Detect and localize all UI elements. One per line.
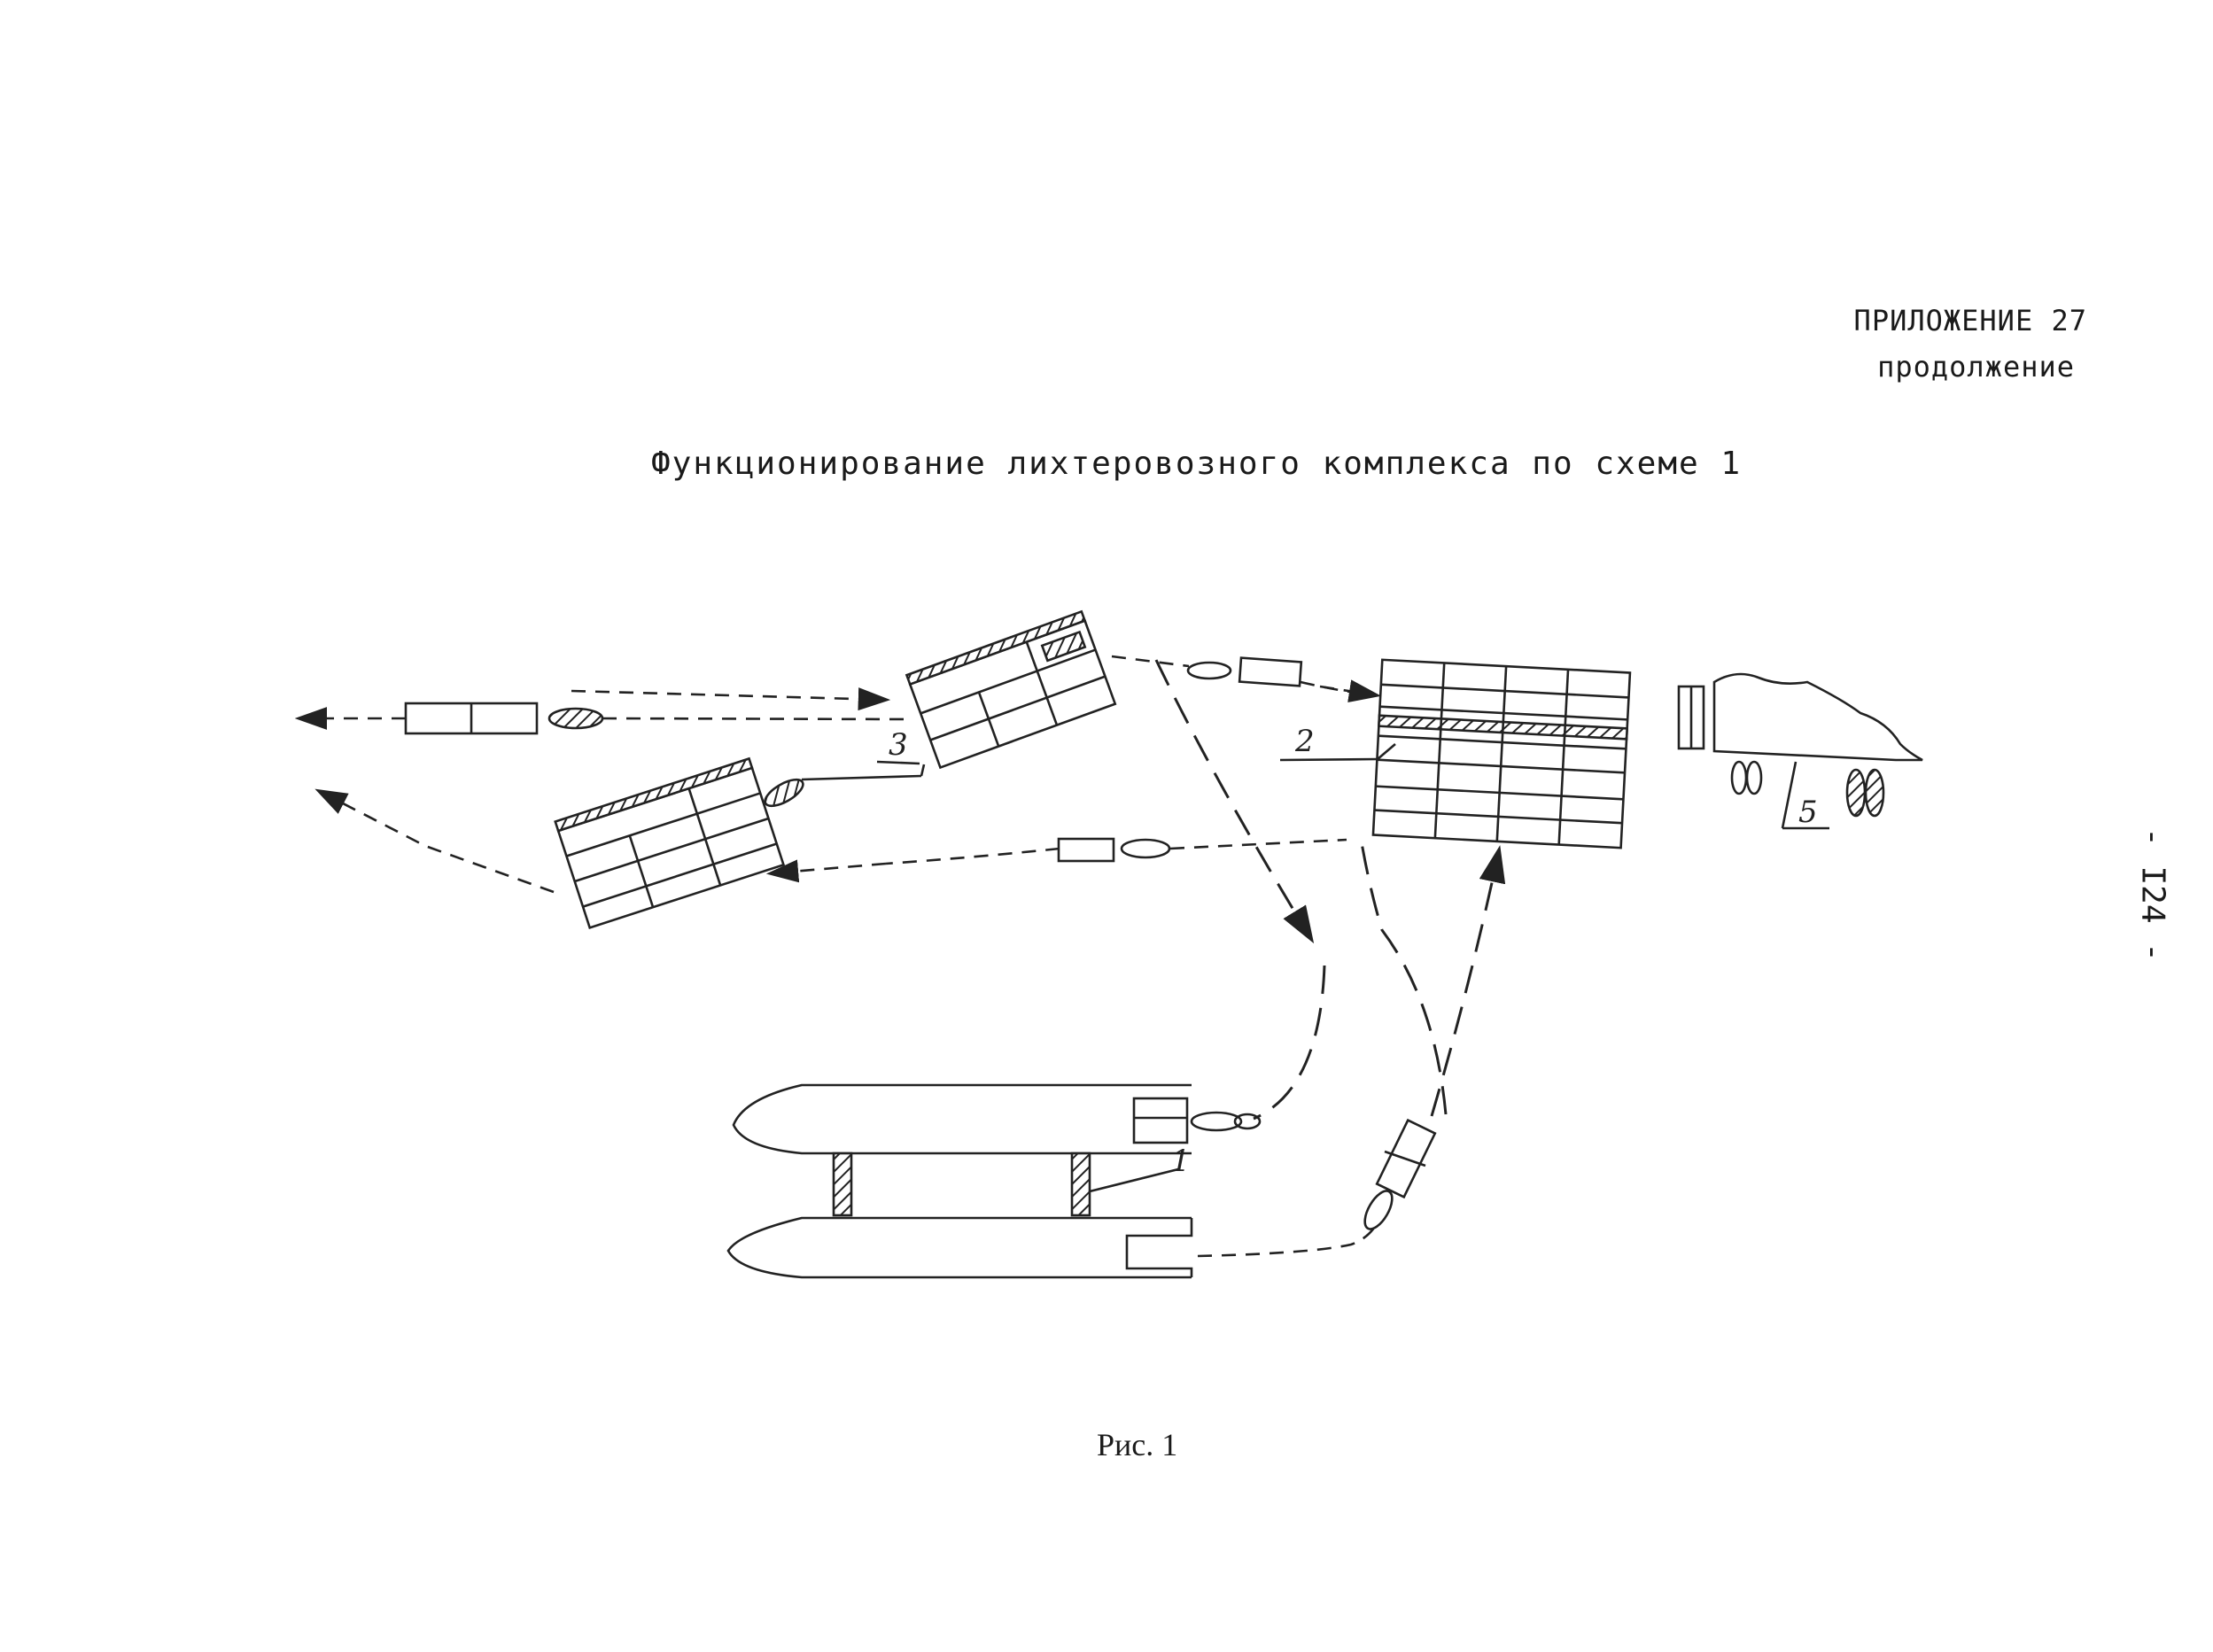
deck-connector-left [832, 1152, 853, 1217]
lighter-group-upper [905, 609, 1117, 770]
lighter-on-lift [1132, 1097, 1189, 1144]
tug-upper-left [404, 702, 604, 735]
pusher-tug-at-ship [1190, 1111, 1243, 1132]
lighter-group-lower [554, 756, 786, 929]
figure-caption: Рис. 1 [1097, 1427, 1178, 1462]
upper-hull [732, 1083, 1192, 1155]
diagram-title: Функционирование лихтеровозного комплекс… [651, 446, 1743, 482]
label-five: 5 [1798, 795, 1818, 830]
tug-upper-middle [1186, 656, 1303, 687]
deck-connector-right [1070, 1152, 1091, 1217]
flow-routes [294, 655, 1506, 1258]
shore-berth-5 [1677, 672, 1923, 830]
lighter-fleet-2 [1371, 658, 1632, 849]
small-tug-lower [764, 778, 804, 808]
label-one: 1 [1171, 1144, 1191, 1179]
tug-lower-middle [1057, 837, 1171, 863]
lower-hull-stern [1125, 1218, 1193, 1277]
label-three: 3 [889, 727, 908, 763]
label-two: 2 [1294, 724, 1315, 759]
shoreline [1712, 672, 1923, 762]
appendix-heading: ПРИЛОЖЕНИЕ 27 [1853, 304, 2087, 337]
lighter-tow-moving-up [1363, 1118, 1437, 1230]
continuation-label: продолжение [1877, 350, 2075, 384]
lower-hull [726, 1216, 1192, 1279]
pusher-tug-at-ship-2 [1233, 1113, 1262, 1130]
lighter-carrier-ship [726, 1083, 1262, 1279]
